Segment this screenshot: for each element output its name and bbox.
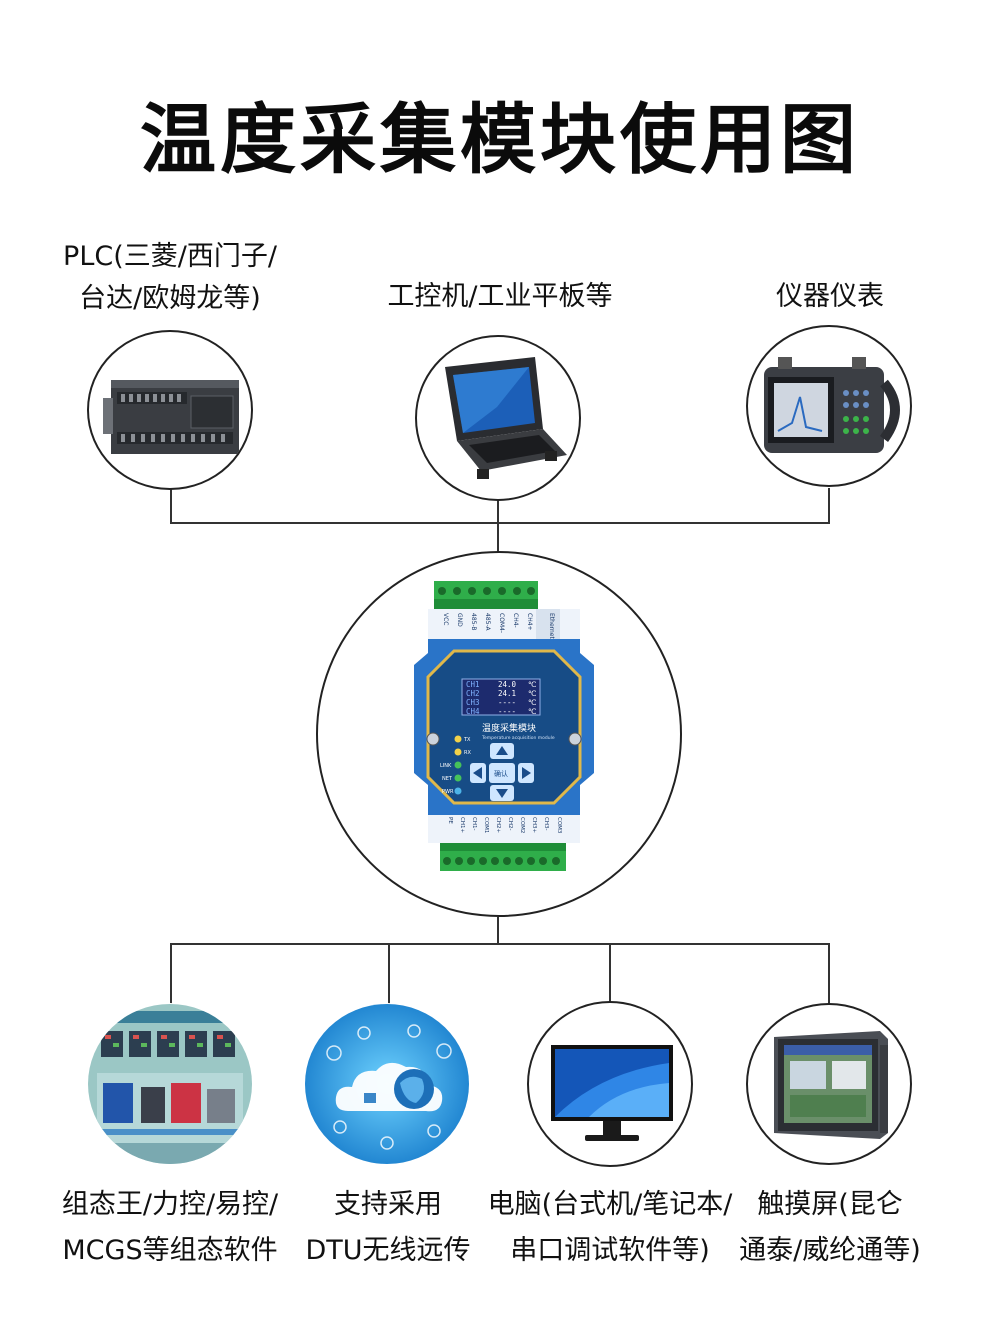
label-instrument-line1: 仪器仪表 (776, 281, 884, 312)
screen-ch2-label: CH2 (466, 689, 480, 698)
label-hmi-line2: 通泰/威纶通等) (739, 1235, 921, 1266)
label-scada-line1: 组态王/力控/易控/ (61, 1189, 279, 1220)
screen-ch1-label: CH1 (466, 680, 480, 689)
label-scada-line2: MCGS等组态软件 (62, 1235, 278, 1266)
connector-instrument-down (828, 488, 830, 524)
label-scada: 组态王/力控/易控/ MCGS等组态软件 (40, 1182, 300, 1274)
terminal-top-ch4plus: CH4+ (526, 613, 533, 631)
screen-ch3-label: CH3 (466, 698, 480, 707)
screen-ch4-value: ---- (498, 707, 516, 716)
terminal-bottom-ch1plus: CH1+ (459, 817, 465, 833)
terminal-top-485a: 485-A (484, 613, 491, 631)
label-pc: 电脑(台式机/笔记本/ 串口调试软件等) (478, 1182, 742, 1274)
led-net-label: NET (442, 776, 453, 782)
terminal-top-vcc: VCC (442, 613, 449, 625)
plc-device-icon (103, 380, 239, 454)
terminal-top-ch4minus: CH4- (512, 613, 519, 628)
monitor-icon (551, 1045, 673, 1141)
connector-top-horizontal (170, 522, 830, 524)
touchscreen-icon (774, 1031, 888, 1139)
label-pc-line2: 串口调试软件等) (510, 1235, 710, 1266)
connector-ipc-down (497, 500, 499, 552)
screen-ch2-value: 24.1 (498, 689, 516, 698)
led-link-label: LINK (440, 763, 452, 769)
connector-dtu-down (388, 943, 390, 1005)
screen-ch3-unit: ℃ (528, 698, 537, 707)
terminal-bottom-ch3plus: CH3+ (531, 817, 537, 833)
terminal-bottom-pe: PE (447, 817, 453, 824)
terminal-bottom-ch2plus: CH2+ (495, 817, 501, 833)
screen-ch1-unit: ℃ (528, 680, 537, 689)
connector-bottom-horizontal (170, 943, 830, 945)
led-tx-label: TX (463, 737, 471, 743)
plc-circle (87, 330, 253, 490)
module-device: VCC GND 485-B 485-A COM4- CH4- CH4+ Ethe… (414, 581, 594, 871)
label-ipc: 工控机/工业平板等 (350, 276, 650, 318)
connector-plc-down (170, 488, 172, 524)
screen-ch1-value: 24.0 (498, 680, 517, 689)
terminal-bottom-ch2minus: CH2- (507, 817, 513, 830)
terminal-bottom-com1: COM1 (483, 817, 489, 833)
label-ipc-line1: 工控机/工业平板等 (387, 281, 613, 312)
cloud-network-icon (305, 1004, 469, 1164)
connector-scada-down (170, 943, 172, 1005)
laptop-icon (445, 357, 567, 479)
terminal-bottom-ch1minus: CH1- (471, 817, 477, 830)
keypad (470, 743, 534, 801)
ethernet-label: Ethernet (548, 613, 555, 639)
screen-ch2-unit: ℃ (528, 689, 537, 698)
label-dtu-line2: DTU无线远传 (305, 1235, 471, 1266)
terminal-top-485b: 485-B (470, 613, 477, 631)
scada-circle (87, 1003, 253, 1165)
connector-module-down (497, 917, 499, 945)
terminal-bottom-com2: COM2 (519, 817, 525, 833)
page-title: 温度采集模块使用图 (140, 95, 860, 184)
led-pwr-label: PWR (442, 789, 454, 795)
label-dtu-line1: 支持采用 (334, 1189, 442, 1220)
screen-ch3-value: ---- (498, 698, 516, 707)
screen-ch4-unit: ℃ (528, 707, 537, 716)
label-plc-line2: 台达/欧姆龙等) (79, 283, 261, 314)
instrument-icon (764, 357, 900, 453)
hmi-circle (746, 1003, 912, 1165)
connector-pc-down (609, 943, 611, 1003)
label-dtu: 支持采用 DTU无线远传 (290, 1182, 486, 1274)
connector-hmi-down (828, 943, 830, 1005)
top-terminal-block (434, 581, 538, 609)
bottom-terminal-block (440, 843, 566, 871)
label-hmi-line1: 触摸屏(昆仑 (757, 1189, 903, 1220)
label-instrument: 仪器仪表 (730, 276, 930, 318)
pc-circle (527, 1001, 693, 1167)
label-plc: PLC(三菱/西门子/ 台达/欧姆龙等) (30, 236, 310, 320)
instrument-circle (746, 325, 912, 487)
module-circle: VCC GND 485-B 485-A COM4- CH4- CH4+ Ethe… (316, 551, 682, 917)
label-hmi: 触摸屏(昆仑 通泰/威纶通等) (730, 1182, 930, 1274)
terminal-top-gnd: GND (456, 613, 463, 627)
terminal-bottom-ch3minus: CH3- (543, 817, 549, 830)
module-name-cn: 温度采集模块 (482, 722, 536, 734)
scada-software-icon (88, 1004, 252, 1164)
terminal-bottom-com3: COM3 (556, 817, 562, 834)
label-plc-line1: PLC(三菱/西门子/ (63, 241, 277, 272)
screen-ch4-label: CH4 (466, 707, 480, 716)
module-name-en: Temperature acquisition module (481, 735, 555, 741)
ipc-circle (415, 335, 581, 501)
confirm-button-label: 确认 (494, 769, 508, 778)
led-rx-label: RX (464, 750, 471, 756)
led-column (454, 735, 462, 795)
terminal-top-com4: COM4- (498, 613, 505, 633)
label-pc-line1: 电脑(台式机/笔记本/ (487, 1189, 733, 1220)
dtu-circle (304, 1003, 470, 1165)
